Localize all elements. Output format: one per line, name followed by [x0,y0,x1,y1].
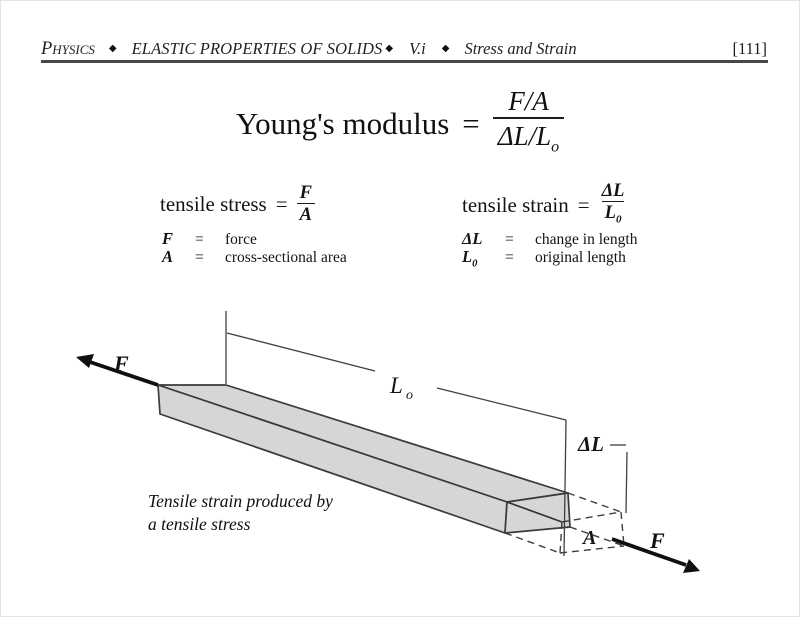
header-topic: Stress and Strain [464,39,577,58]
stretch-dashed-bottom-edge [559,545,625,554]
definition-row: F = force [162,230,347,248]
stretch-dashed-left-edge [559,521,563,554]
force-arrowhead-right-icon [683,559,700,573]
strain-definitions: ΔL = change in length L0 = original leng… [462,230,637,272]
symbol-subscript: 0 [472,258,478,270]
stretch-dashed-right-edge [620,511,625,547]
equals-sign: = [505,249,514,266]
length-dimension-line-right [436,387,567,421]
delta-dimension-line-left [563,419,567,557]
running-head: Physics ◆ ELASTIC PROPERTIES OF SOLIDS ◆… [41,39,577,60]
fraction-numerator: ΔL [601,181,625,201]
header-rule [41,60,768,63]
denominator-subscript: o [551,138,560,156]
definition-symbol: A [162,247,174,266]
equals-sign: = [195,249,204,266]
definition-row: A = cross-sectional area [162,248,347,266]
equation-lhs: Young's modulus [235,106,450,142]
definition-row: ΔL = change in length [462,230,637,248]
fraction-denominator: L0 [601,201,625,230]
definition-text: cross-sectional area [225,249,347,266]
equals-sign: = [275,191,288,216]
stress-equation: tensile stress = F A [160,183,315,225]
force-arrowhead-left-icon [76,354,94,368]
original-length-subscript: o [406,388,413,403]
page-number: [111] [732,39,767,58]
length-dimension-line-left [226,332,376,372]
original-length-label: L [389,373,403,398]
stretch-dashed-bottom-back-edge [569,526,625,547]
fraction-numerator: F [299,183,312,203]
force-label-left: F [113,351,129,376]
strain-fraction: ΔL L0 [599,181,628,230]
header-chapter: ELASTIC PROPERTIES OF SOLIDS [131,39,383,58]
strain-equation: tensile strain = ΔL L0 [462,181,627,230]
equals-sign: = [577,192,590,217]
caption-line-1: Tensile strain produced by [148,491,333,511]
definition-symbol: ΔL [462,229,483,248]
definition-symbol: L0 [462,248,505,272]
force-label-right: F [649,528,665,553]
equals-sign: = [462,106,480,142]
definition-row: L0 = original length [462,248,637,272]
equation-fraction: F/A ΔL/Lo [492,86,565,162]
fraction-denominator: ΔL/Lo [492,117,565,162]
stretch-dashed-bottom-front-edge [504,532,561,554]
stretch-dashed-top-back-edge [567,492,622,513]
stress-definitions: F = force A = cross-sectional area [162,230,347,266]
diagram-caption: Tensile strain produced by a tensile str… [148,490,333,536]
diamond-separator-icon: ◆ [441,43,450,54]
denominator-subscript: 0 [615,213,622,226]
definition-text: change in length [535,231,638,248]
stress-label: tensile stress [160,191,267,216]
symbol-text: L [462,247,473,266]
equals-sign: = [195,231,204,248]
force-arrow-left-shaft [89,360,159,387]
main-equation: Young's modulus = F/A ΔL/Lo [0,86,800,162]
denominator-text: L [604,203,616,223]
stress-fraction: F A [296,183,315,225]
fraction-denominator: A [296,203,315,225]
fraction-numerator: F/A [508,86,549,116]
diamond-separator-icon: ◆ [385,43,394,54]
strain-label: tensile strain [462,192,569,217]
header-subject: Physics [41,39,95,59]
delta-dimension-line-right [625,451,628,514]
stretched-edge-line [506,501,563,523]
stretch-dashed-top-edge [561,511,622,523]
header-section: V.i [409,39,426,58]
force-arrow-right-shaft [611,537,687,567]
delta-length-label: ΔL [577,432,604,456]
area-label: A [581,527,596,549]
definition-text: force [225,231,257,248]
caption-line-2: a tensile stress [148,514,251,534]
diamond-separator-icon: ◆ [108,43,117,54]
definition-text: original length [535,249,626,266]
definition-symbol: F [162,229,174,248]
denominator-text: ΔL/L [497,121,552,151]
equals-sign: = [505,231,514,248]
